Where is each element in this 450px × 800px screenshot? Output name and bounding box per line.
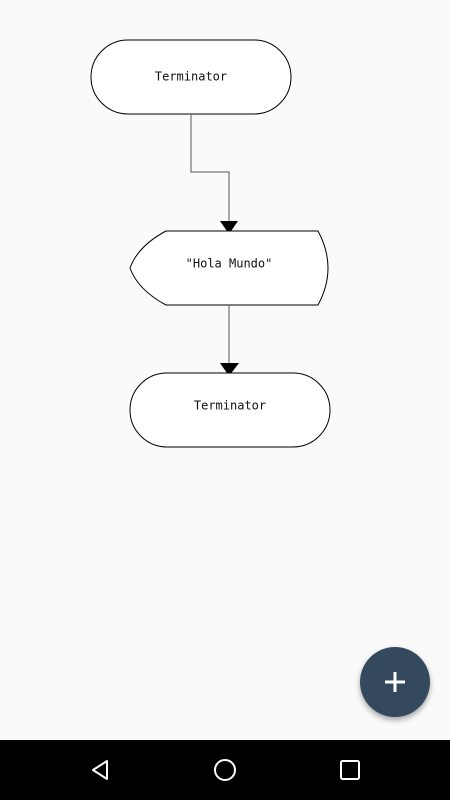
connector-display-to-end: [220, 306, 239, 376]
recents-button[interactable]: [325, 750, 375, 790]
arrowhead-icon: [220, 363, 239, 376]
flowchart-node-display[interactable]: "Hola Mundo": [129, 230, 329, 306]
add-node-button[interactable]: [360, 647, 430, 717]
flowchart-node-terminator-end[interactable]: Terminator: [129, 372, 331, 448]
arrowhead-icon: [220, 221, 238, 234]
recents-square-icon: [340, 760, 360, 780]
flowchart-canvas[interactable]: Terminator "Hola Mundo" Terminator: [0, 0, 450, 740]
home-circle-icon: [214, 759, 236, 781]
system-navigation-bar: [0, 740, 450, 800]
flowchart-node-terminator-start[interactable]: Terminator: [90, 39, 292, 115]
back-triangle-icon: [92, 760, 108, 780]
home-button[interactable]: [200, 750, 250, 790]
node-label: Terminator: [155, 70, 227, 84]
back-button[interactable]: [75, 750, 125, 790]
plus-icon: [385, 672, 405, 692]
connector-start-to-display: [190, 115, 238, 234]
node-label: Terminator: [194, 399, 266, 413]
node-label: "Hola Mundo": [186, 257, 273, 271]
